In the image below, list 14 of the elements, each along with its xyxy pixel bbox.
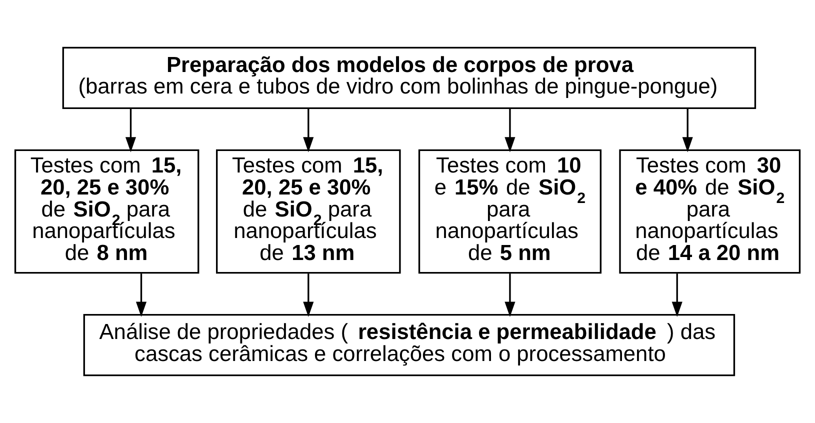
node-box: Preparação dos modelos de corpos de prova (barras em cera e tubos de vidro com bolinhas de pingue-pongue): [62, 46, 756, 110]
node-box: Testes com 15, 20, 25 e 30% de SiO$_{2}$ para nanopartículas de 13 nm: [216, 149, 401, 274]
arrow: [136, 274, 147, 317]
arrow: [125, 108, 136, 152]
arrow: [504, 274, 516, 317]
node-box: Testes com 15, 20, 25 e 30% de SiO$_{2}$ para nanopartículas de 8 nm: [14, 149, 200, 274]
arrow: [682, 108, 693, 152]
arrow: [672, 274, 682, 317]
node-box: Análise de propriedades (resistência e permeabilidade) das cascas cerâmicas e correlações com o processamento: [83, 314, 736, 376]
arrow: [303, 274, 314, 317]
node-box: Testes com 30 e 40% de SiO$_{2}$ para nanopartículas de 14 a 20 nm: [619, 149, 801, 274]
node-box: Testes com 10 e 15% de SiO$_{2}$ para nanopartículas de 5 nm: [418, 149, 602, 274]
arrow: [504, 108, 516, 152]
arrow: [303, 108, 314, 152]
